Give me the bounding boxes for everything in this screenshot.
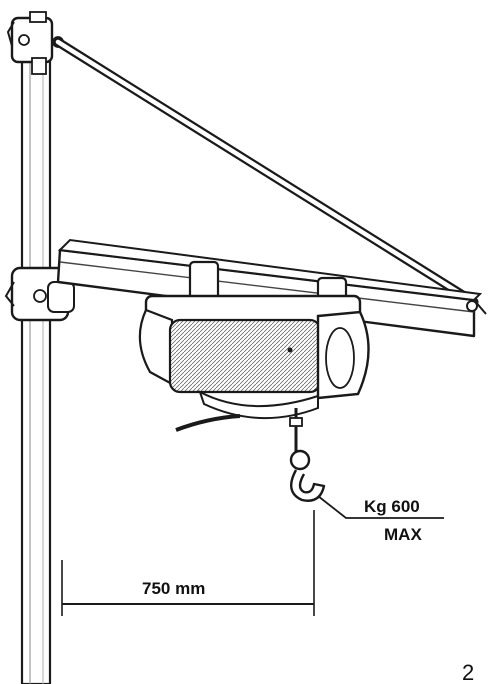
page-number: 2 xyxy=(462,660,474,684)
distance-dimension: 750 mm xyxy=(61,510,315,616)
lower-mast-clamp xyxy=(4,266,75,322)
lifting-hook xyxy=(289,408,326,502)
diagonal-tie-rod xyxy=(53,37,479,307)
load-capacity-callout: Kg 600 MAX xyxy=(317,495,444,544)
electric-hoist-body xyxy=(138,294,370,432)
load-max-label: MAX xyxy=(384,525,422,544)
distance-label: 750 mm xyxy=(142,579,205,598)
vertical-mast xyxy=(20,38,52,684)
load-value-label: Kg 600 xyxy=(364,497,420,516)
